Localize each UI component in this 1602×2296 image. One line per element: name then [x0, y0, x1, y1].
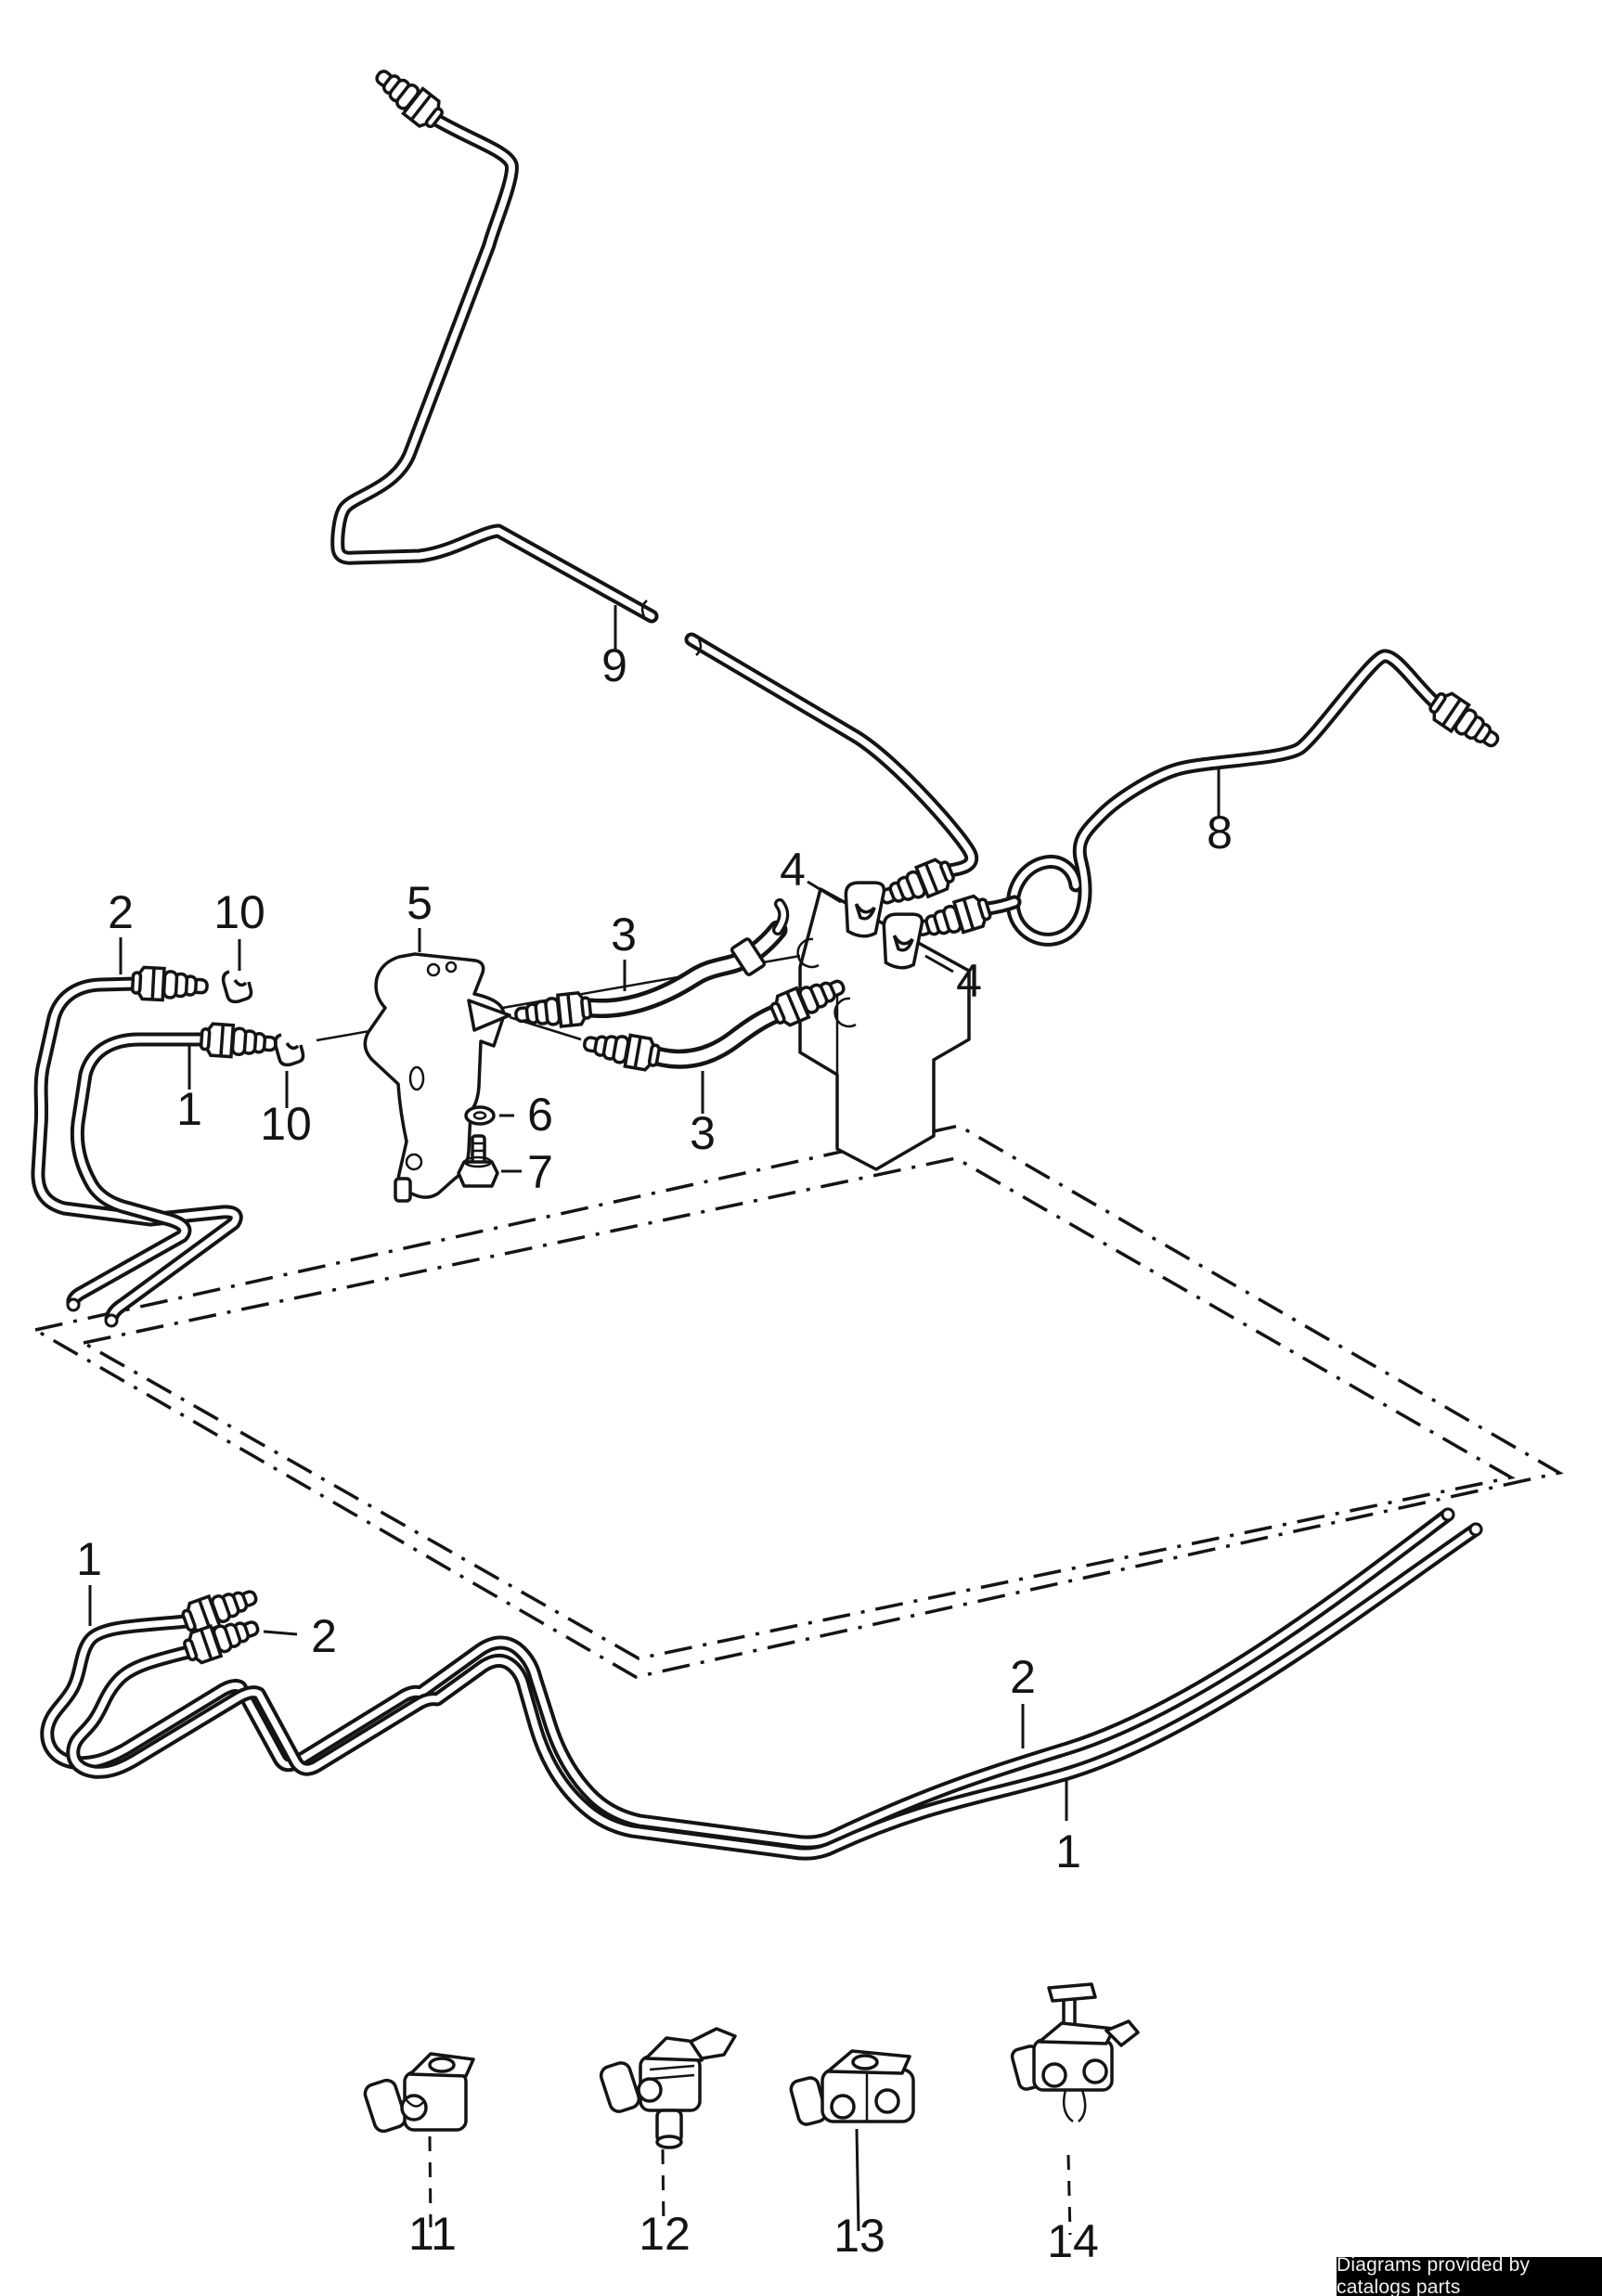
pipe-1-union-upper: [199, 1021, 278, 1062]
grommet-10-lower: [273, 1033, 305, 1067]
callout-12-leader: [661, 2148, 665, 2228]
callout-13: 13: [833, 2210, 885, 2262]
hose-3-upper-nut: [730, 937, 767, 976]
callout-4-right-leader: [924, 954, 954, 974]
callout-14: 14: [1047, 2215, 1099, 2267]
pipe-2-end-cap-upper: [104, 1313, 119, 1328]
brake-pipe-1-upper: [66, 1032, 210, 1310]
pipe-2-union-upper: [130, 965, 210, 1004]
callout-2-bl-leader: [263, 1630, 298, 1636]
pipe-1-end-cap: [1441, 1507, 1455, 1522]
pipe-8-union-end: [911, 891, 995, 948]
brake-pipe-8: [980, 649, 1442, 947]
callout-10-lower: 10: [260, 1098, 312, 1150]
callout-12: 12: [639, 2208, 691, 2260]
callout-4-left: 4: [780, 844, 806, 896]
floor-panel-outline: [31, 1124, 1564, 1679]
callout-5: 5: [407, 877, 433, 929]
pipe-mounting-bracket: [796, 887, 971, 1171]
callout-labels: 9 8 2 10 5 3 4 4 1 10 6 7 3 1 2 2 1 11 1…: [76, 639, 1233, 2267]
pipe-2-end-cap: [1468, 1522, 1483, 1537]
bolt-7: [457, 1134, 499, 1188]
grommet-10-upper: [221, 970, 253, 1004]
brake-pipe-9: [330, 112, 979, 878]
callout-2-bottom-left: 2: [311, 1610, 337, 1662]
brake-pipe-2-bottom: [66, 1522, 1483, 1861]
brake-hose-3-lower: [647, 1003, 786, 1069]
hose-3-lower-union: [580, 1025, 663, 1074]
callout-11: 11: [408, 2208, 457, 2260]
pipe-9-union-end: [873, 854, 959, 915]
callout-14-leader: [1066, 2154, 1072, 2236]
hose-3-upper-union: [512, 989, 594, 1033]
bracket-5: [363, 952, 506, 1203]
direction-arrow: [467, 999, 511, 1032]
line-clip-13: [789, 2049, 915, 2126]
union-9-connector: [367, 59, 449, 135]
provider-banner: Diagrams provided by catalogs parts: [1337, 2254, 1602, 2296]
callout-7: 7: [527, 1146, 553, 1198]
callout-2-bottom-right: 2: [1010, 1651, 1036, 1703]
line-clip-14: [1010, 1982, 1140, 2123]
union-8-connector: [1424, 686, 1507, 757]
callout-6: 6: [527, 1089, 553, 1141]
callout-3-lower: 3: [690, 1107, 716, 1159]
brake-hose-3-upper: [579, 920, 788, 1019]
floor-outline-outer: [31, 1124, 1564, 1679]
callout-9: 9: [601, 639, 627, 691]
brake-pipe-2-upper: [31, 976, 243, 1326]
bracket-hook-hole-2: [833, 997, 857, 1028]
callout-1-bottom-right: 1: [1055, 1825, 1081, 1877]
callout-8: 8: [1207, 806, 1233, 858]
callout-10-upper: 10: [213, 886, 265, 938]
floor-outline-inner: [79, 1156, 1516, 1660]
line-clip-11: [363, 2052, 475, 2134]
callout-1-bottom-left: 1: [76, 1533, 102, 1585]
callout-4-right: 4: [956, 955, 982, 1007]
provider-banner-text: Diagrams provided by catalogs parts: [1337, 2254, 1531, 2296]
callout-1-upper: 1: [176, 1083, 202, 1135]
line-clip-12: [599, 2027, 737, 2149]
bracket-hook-hole: [796, 937, 820, 969]
washer-6: [464, 1105, 496, 1126]
pipe-1-end-cap-upper: [66, 1297, 81, 1312]
leader-lines: [88, 605, 1221, 2236]
callout-4-left-leader: [807, 880, 842, 904]
callout-2-upper: 2: [108, 886, 134, 938]
callout-13-leader: [855, 2128, 860, 2232]
brake-pipe-1-bottom: [40, 1507, 1455, 1850]
callout-3-upper: 3: [611, 909, 637, 961]
